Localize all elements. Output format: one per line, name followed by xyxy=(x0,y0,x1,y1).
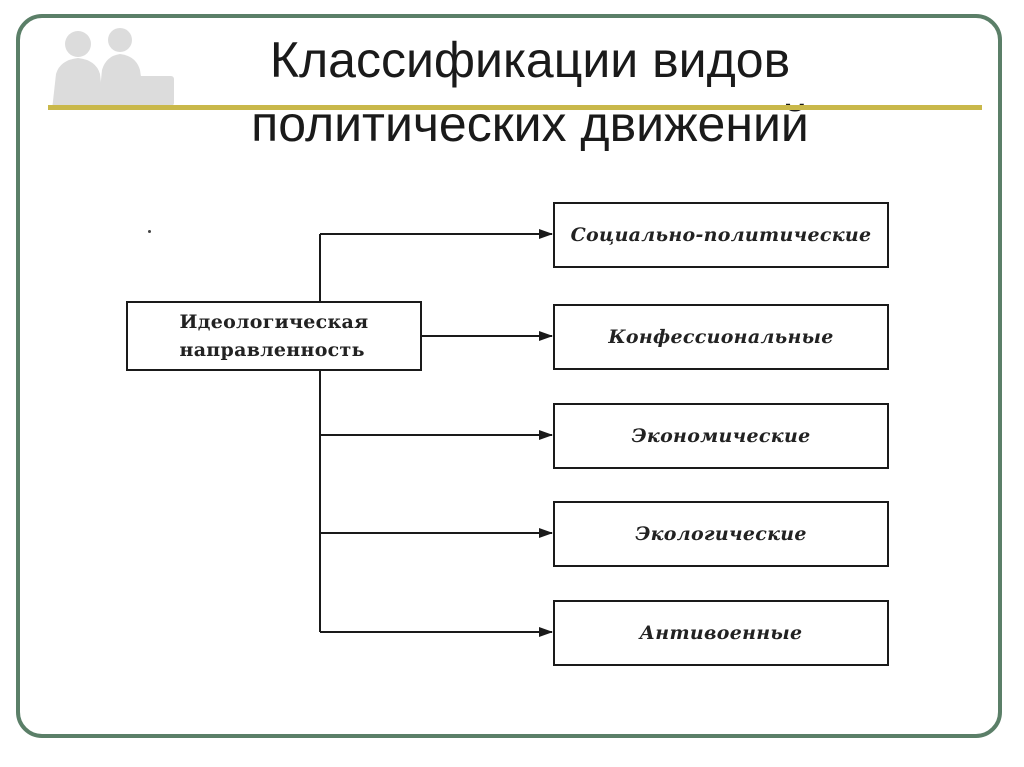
child-node-label: Конфессиональные xyxy=(608,326,834,348)
child-node-label: Социально-политические xyxy=(570,224,872,246)
scan-speck xyxy=(148,230,151,233)
title-line-1: Классификации видов xyxy=(269,32,791,88)
child-node-box: Социально-политические xyxy=(553,202,889,268)
child-node-box: Конфессиональные xyxy=(553,304,889,370)
people-silhouette-logo xyxy=(52,28,174,110)
child-node-label: Экономические xyxy=(631,425,811,447)
child-node-label: Экологические xyxy=(635,523,807,545)
child-node-box: Антивоенные xyxy=(553,600,889,666)
root-node-line-2: направленность xyxy=(179,339,365,361)
root-node-box: Идеологическая направленность xyxy=(126,301,422,371)
title-underline xyxy=(48,105,982,110)
slide-title: Классификации видов политических движени… xyxy=(150,28,910,156)
root-node-line-1: Идеологическая xyxy=(179,311,369,333)
child-node-box: Экологические xyxy=(553,501,889,567)
root-node-label: Идеологическая направленность xyxy=(179,308,368,364)
child-node-box: Экономические xyxy=(553,403,889,469)
child-node-label: Антивоенные xyxy=(639,622,803,644)
